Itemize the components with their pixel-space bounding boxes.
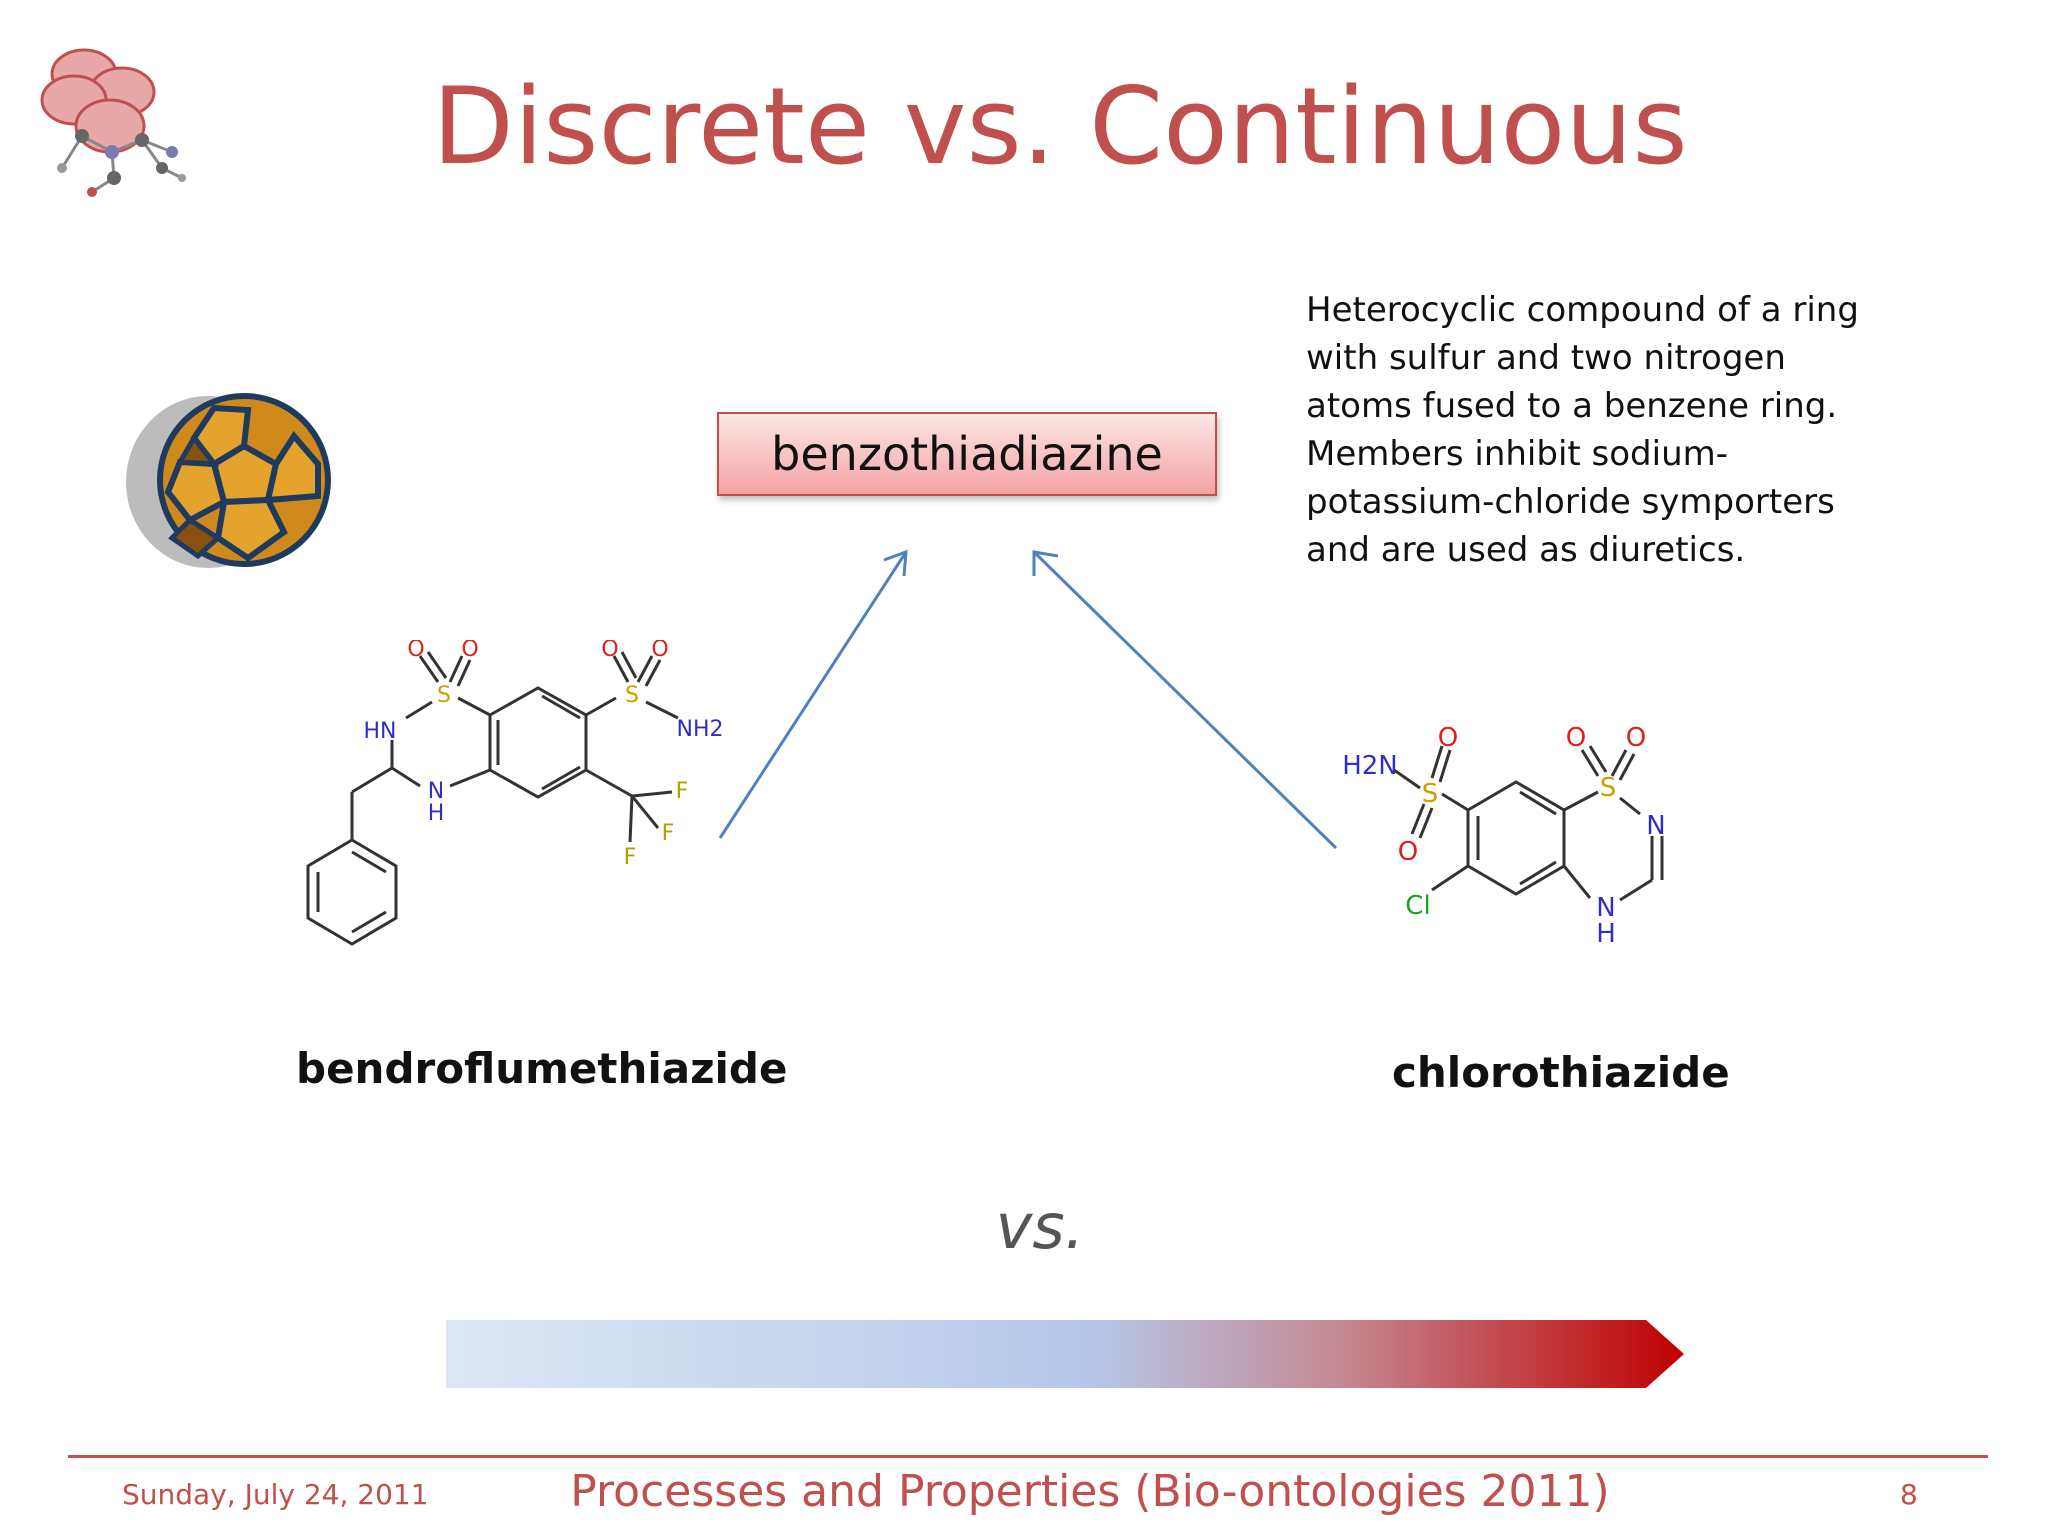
- atom-s: S: [437, 683, 451, 708]
- atom-f: F: [676, 779, 689, 804]
- atom-o: O: [601, 640, 618, 662]
- slide-title: Discrete vs. Continuous: [432, 65, 1688, 188]
- atom-n: N: [1596, 893, 1615, 923]
- central-term-label: benzothiadiazine: [771, 427, 1163, 481]
- arrow-left-to-term: [718, 551, 908, 839]
- atom-n: N: [428, 779, 444, 804]
- molecule-name-left: bendroflumethiazide: [296, 1044, 788, 1093]
- bendroflumethiazide-structure: O O S HN N H O O S NH2 F F F: [306, 640, 724, 946]
- page-number: 8: [1900, 1478, 1918, 1511]
- atom-nh2: NH2: [677, 717, 724, 742]
- atom-s: S: [1422, 779, 1439, 809]
- atom-s: S: [625, 683, 639, 708]
- atom-h2n: H2N: [1342, 751, 1398, 781]
- atom-o: O: [651, 640, 668, 662]
- atom-o: O: [1566, 723, 1586, 753]
- vs-label: vs.: [995, 1190, 1085, 1263]
- atom-o: O: [1626, 723, 1646, 753]
- atom-hn: HN: [364, 719, 397, 744]
- atom-f: F: [624, 845, 637, 870]
- central-term-box: benzothiadiazine: [717, 412, 1217, 496]
- atom-o: O: [1398, 837, 1418, 867]
- molecule-logo-icon: [40, 48, 186, 197]
- atom-o: O: [407, 640, 424, 662]
- footer-divider: [68, 1455, 1988, 1458]
- continuum-gradient-arrow: [446, 1320, 1684, 1388]
- arrow-right-head: [1032, 550, 1059, 576]
- arrow-left-head: [883, 549, 908, 577]
- footer-date: Sunday, July 24, 2011: [122, 1478, 429, 1511]
- description-text: Heterocyclic compound of a ring with sul…: [1306, 290, 1859, 570]
- footer-title: Processes and Properties (Bio-ontologies…: [570, 1466, 1610, 1517]
- atom-s: S: [1600, 773, 1617, 803]
- soccer-ball-icon: [126, 393, 331, 568]
- atom-h: H: [1596, 919, 1616, 949]
- atom-n: N: [1646, 811, 1665, 841]
- atom-o: O: [1438, 723, 1458, 753]
- arrow-right-to-term: [1032, 550, 1338, 850]
- atom-h: H: [428, 801, 445, 826]
- molecule-name-right: chlorothiazide: [1392, 1048, 1730, 1097]
- atom-o: O: [461, 640, 478, 662]
- atom-f: F: [662, 821, 675, 846]
- atom-cl: Cl: [1405, 891, 1430, 921]
- chlorothiazide-structure: H2N S O O O O S N N H Cl: [1342, 723, 1666, 949]
